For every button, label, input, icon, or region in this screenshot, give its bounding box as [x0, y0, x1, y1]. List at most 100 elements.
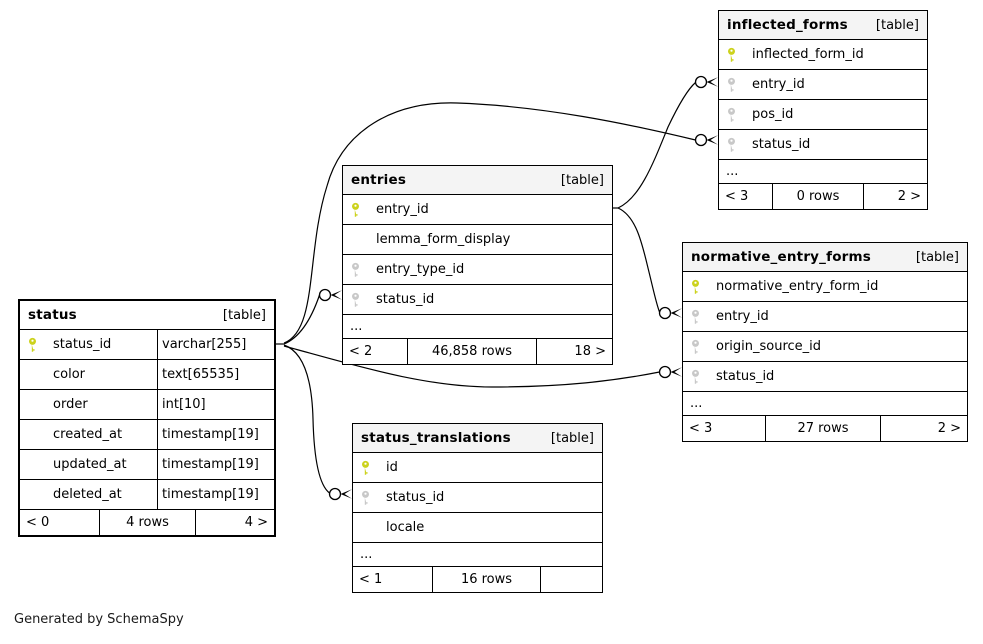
column-row-lemma-form-display: lemma_form_display: [343, 224, 612, 254]
column-row-status-id: status_id: [343, 284, 612, 314]
column-row-order: order int[10]: [20, 389, 274, 419]
footer-children-count[interactable]: [541, 567, 602, 592]
primary-key-icon: [20, 337, 48, 353]
column-name: order: [53, 397, 88, 412]
column-name: entry_type_id: [376, 262, 465, 277]
column-name: entry_id: [716, 309, 769, 324]
table-inflected-forms[interactable]: inflected_forms [table] inflected_form_i…: [718, 10, 928, 210]
table-type-badge: [table]: [550, 430, 594, 446]
column-name: created_at: [53, 427, 123, 442]
footer-row-count: 46,858 rows: [408, 339, 537, 364]
foreign-key-icon: [353, 490, 381, 506]
column-row-deleted-at: deleted_at timestamp[19]: [20, 479, 274, 509]
table-normative-entry-forms[interactable]: normative_entry_forms [table] normative_…: [682, 242, 968, 442]
table-type-badge: [table]: [875, 17, 919, 33]
column-name: status_id: [752, 137, 811, 152]
table-type-badge: [table]: [560, 172, 604, 188]
foreign-key-icon: [719, 137, 747, 153]
arrowhead-inflected-forms-entry-id: [706, 77, 718, 87]
column-row-entry-id: entry_id: [343, 194, 612, 224]
table-name[interactable]: normative_entry_forms: [691, 249, 872, 265]
primary-key-icon: [343, 202, 371, 218]
column-name: deleted_at: [53, 487, 122, 502]
foreign-key-icon: [719, 77, 747, 93]
primary-key-icon: [683, 279, 711, 295]
table-name[interactable]: entries: [351, 172, 407, 188]
table-header[interactable]: status_translations [table]: [353, 424, 602, 452]
table-name[interactable]: status: [28, 307, 77, 323]
cardinality-circle-normative-entry-forms-status-id: [658, 365, 672, 379]
arrowhead-inflected-forms-status-id: [706, 135, 718, 145]
column-row-updated-at: updated_at timestamp[19]: [20, 449, 274, 479]
footer-children-count[interactable]: 4 >: [244, 515, 268, 530]
more-columns-ellipsis: ...: [353, 542, 602, 566]
column-name: entry_id: [376, 202, 429, 217]
column-type: timestamp[19]: [157, 420, 274, 449]
foreign-key-icon: [683, 309, 711, 325]
column-row-normative-entry-form-id: normative_entry_form_id: [683, 271, 967, 301]
relationship-line-status-inflected-forms: [283, 102, 696, 344]
more-columns-ellipsis: ...: [343, 314, 612, 338]
column-name: status_id: [53, 337, 112, 352]
cardinality-circle-inflected-forms-status-id: [694, 133, 708, 147]
table-header[interactable]: normative_entry_forms [table]: [683, 243, 967, 271]
table-status-translations[interactable]: status_translations [table] id status_id…: [352, 423, 603, 593]
table-footer: < 1 16 rows: [353, 566, 602, 592]
column-row-status-id: status_id: [719, 129, 927, 159]
relationship-line-entries-inflected-forms: [617, 82, 696, 209]
table-entries[interactable]: entries [table] entry_id lemma_form_disp…: [342, 165, 613, 365]
column-type: text[65535]: [157, 360, 274, 389]
column-name: entry_id: [752, 77, 805, 92]
footer-parents-count[interactable]: < 0: [20, 510, 100, 535]
column-row-locale: locale: [353, 512, 602, 542]
column-name: status_id: [376, 292, 435, 307]
table-header[interactable]: entries [table]: [343, 166, 612, 194]
column-name: status_id: [716, 369, 775, 384]
foreign-key-icon: [343, 262, 371, 278]
column-name: inflected_form_id: [752, 47, 864, 62]
footer-parents-count[interactable]: < 3: [719, 184, 773, 209]
footer-row-count: 16 rows: [433, 567, 541, 592]
cardinality-circle-inflected-forms-entry-id: [694, 75, 708, 89]
column-row-inflected-form-id: inflected_form_id: [719, 39, 927, 69]
footer-children-count[interactable]: 18 >: [574, 344, 606, 359]
table-type-badge: [table]: [222, 307, 266, 323]
footer-children-count[interactable]: 2 >: [897, 189, 921, 204]
column-type: varchar[255]: [157, 330, 274, 359]
foreign-key-icon: [343, 292, 371, 308]
column-row-status-id: status_id: [353, 482, 602, 512]
table-name[interactable]: inflected_forms: [727, 17, 848, 33]
column-name: origin_source_id: [716, 339, 822, 354]
column-name: id: [386, 460, 398, 475]
foreign-key-icon: [683, 369, 711, 385]
table-header[interactable]: status [table]: [20, 301, 274, 329]
column-type: timestamp[19]: [157, 450, 274, 479]
column-name: updated_at: [53, 457, 127, 472]
table-footer: < 3 27 rows 2 >: [683, 415, 967, 441]
foreign-key-icon: [683, 339, 711, 355]
column-row-pos-id: pos_id: [719, 99, 927, 129]
column-name: locale: [386, 520, 425, 535]
table-name[interactable]: status_translations: [361, 430, 511, 446]
column-name: normative_entry_form_id: [716, 279, 879, 294]
relationship-line-status-status-translations: [283, 344, 330, 494]
column-row-entry-id: entry_id: [683, 301, 967, 331]
more-columns-ellipsis: ...: [683, 391, 967, 415]
table-status[interactable]: status [table] status_id varchar[255] co…: [18, 299, 276, 537]
column-row-id: id: [353, 452, 602, 482]
table-footer: < 0 4 rows 4 >: [20, 509, 274, 535]
table-footer: < 2 46,858 rows 18 >: [343, 338, 612, 364]
footer-children-count[interactable]: 2 >: [937, 421, 961, 436]
footer-parents-count[interactable]: < 2: [343, 339, 408, 364]
column-name: lemma_form_display: [376, 232, 511, 247]
footer-parents-count[interactable]: < 1: [353, 567, 433, 592]
column-name: pos_id: [752, 107, 794, 122]
table-header[interactable]: inflected_forms [table]: [719, 11, 927, 39]
primary-key-icon: [353, 460, 381, 476]
footer-parents-count[interactable]: < 3: [683, 416, 766, 441]
footer-row-count: 0 rows: [773, 184, 864, 209]
table-footer: < 3 0 rows 2 >: [719, 183, 927, 209]
arrowhead-status-translations-status-id: [340, 489, 352, 499]
